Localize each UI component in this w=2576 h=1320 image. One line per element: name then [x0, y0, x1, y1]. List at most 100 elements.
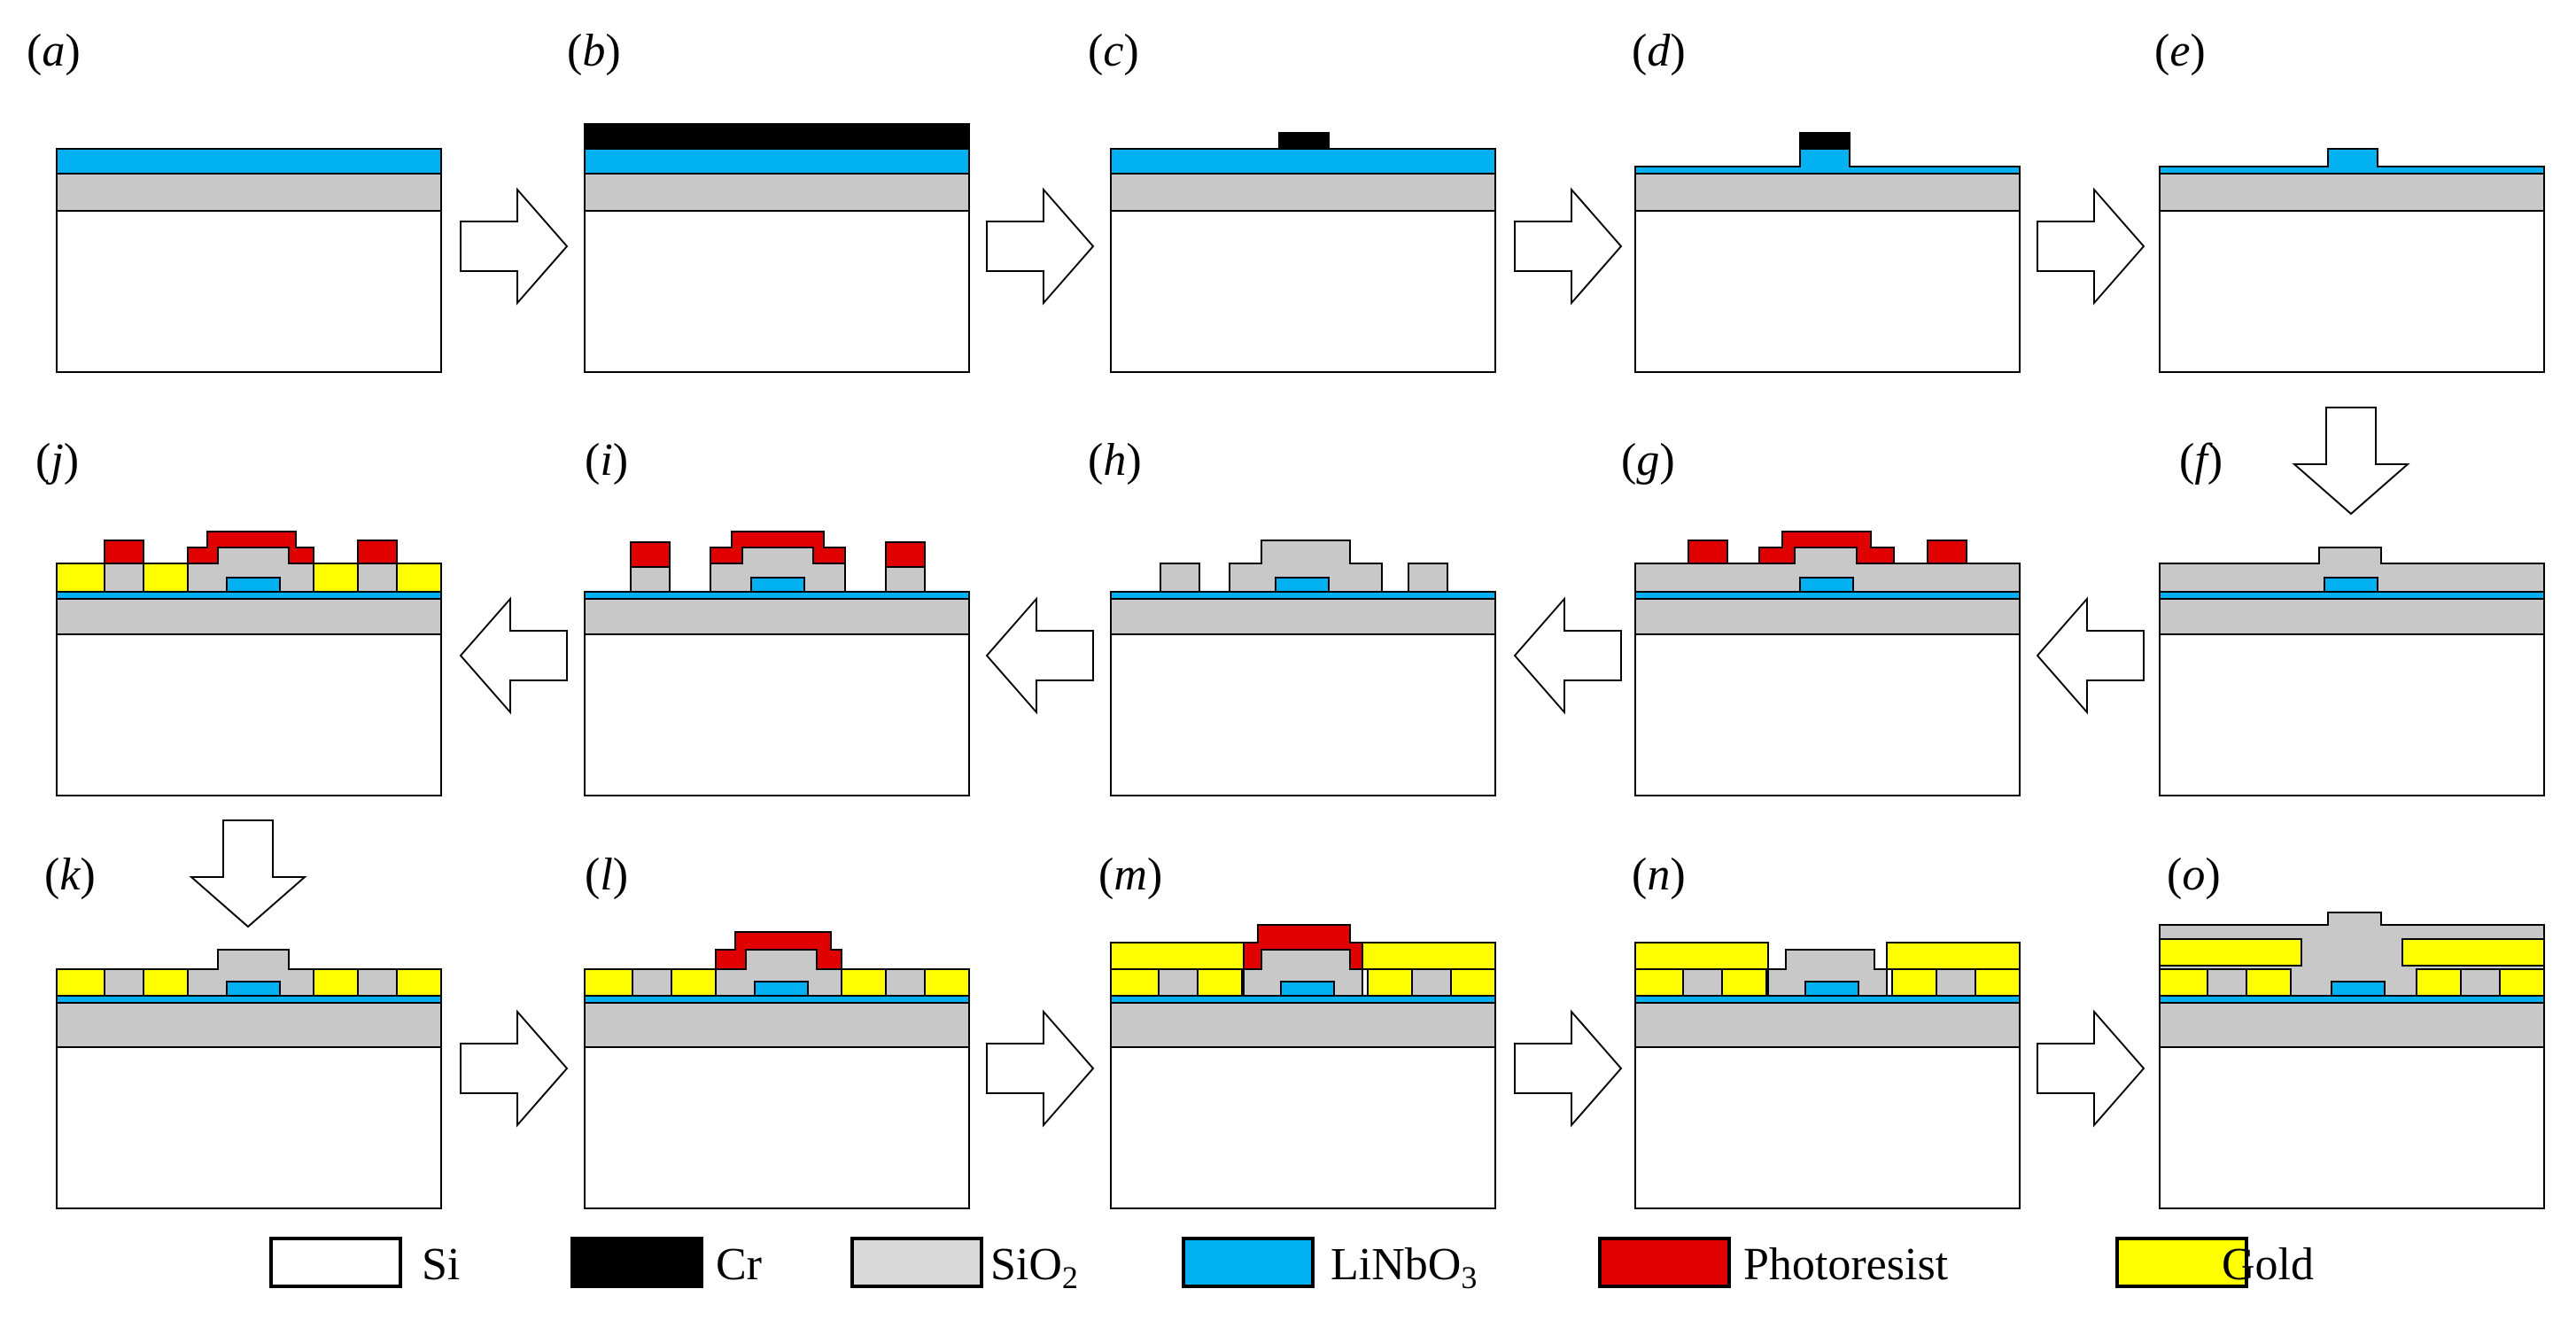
gold-pad — [143, 563, 189, 593]
sio2-layer — [56, 173, 442, 212]
gold-top-left — [1110, 942, 1245, 970]
sio2-pillar — [1158, 968, 1199, 997]
sio2-layer — [2159, 1002, 2545, 1048]
gold-top-right — [2401, 938, 2545, 967]
panel-label-o: (o) — [2167, 850, 2221, 900]
sio2-layer — [56, 598, 442, 635]
legend-label-sio2: SiO2 — [990, 1239, 1078, 1295]
gold-top-right — [1886, 942, 2021, 970]
panel-l — [584, 931, 970, 1209]
sio2-cladding — [2159, 547, 2545, 593]
sio2-pillar — [630, 566, 671, 593]
sio2-pillar — [2207, 968, 2247, 997]
panel-label-g: (g) — [1621, 435, 1675, 485]
si-substrate — [56, 633, 442, 796]
photoresist-ridge — [715, 931, 842, 970]
panel-f — [2159, 547, 2545, 796]
sio2-pillar — [104, 563, 144, 593]
panel-c — [1110, 132, 1496, 373]
sio2-layer — [584, 173, 970, 212]
gold-pad — [143, 968, 189, 997]
arrow-left-icon — [985, 596, 1094, 715]
panel-label-i: (i) — [585, 435, 629, 485]
gold-pad — [396, 563, 442, 593]
gold-pad — [1450, 968, 1496, 997]
sio2-layer — [1110, 598, 1496, 635]
si-substrate — [1634, 633, 2021, 796]
si-substrate — [1634, 1046, 2021, 1209]
sio2-layer — [1110, 173, 1496, 212]
si-substrate — [56, 210, 442, 373]
gold-pad — [1975, 968, 2021, 997]
arrow-down-icon — [189, 819, 307, 928]
arrow-right-icon — [2037, 187, 2145, 306]
gold-top-left — [2159, 938, 2302, 967]
legend-swatches — [269, 1237, 2248, 1288]
gold-top-left — [1634, 942, 1769, 970]
linbo3-ridge — [1804, 981, 1859, 997]
linbo3-slab — [1634, 591, 2021, 600]
panel-label-d: (d) — [1632, 26, 1686, 76]
panel-k — [56, 949, 442, 1209]
si-substrate — [1110, 633, 1496, 796]
sio2-pillar — [357, 563, 398, 593]
panel-label-e: (e) — [2154, 26, 2206, 76]
process-panels — [56, 123, 2545, 1209]
cr-layer — [584, 123, 970, 150]
si-substrate — [2159, 1046, 2545, 1209]
gold-top-right — [1362, 942, 1496, 970]
sio2-cladding — [1229, 540, 1383, 593]
panel-label-m: (m) — [1098, 850, 1163, 900]
sio2-layer — [56, 1002, 442, 1048]
sio2-pillar — [1408, 563, 1448, 593]
process-arrows — [189, 187, 2410, 1128]
gold-pad — [841, 968, 887, 997]
gold-pad — [584, 968, 633, 997]
arrow-right-icon — [1514, 187, 1623, 306]
sio2-layer — [1110, 1002, 1496, 1048]
si-substrate — [2159, 210, 2545, 373]
linbo3-ridge — [750, 577, 805, 593]
panel-label-a: (a) — [27, 26, 81, 76]
sio2-layer — [1634, 173, 2021, 212]
sio2-pillar — [632, 968, 672, 997]
legend-swatch-3 — [1182, 1237, 1315, 1288]
si-substrate — [584, 210, 970, 373]
legend-label-linbo3: LiNbO3 — [1331, 1239, 1478, 1295]
linbo3-ridge — [226, 981, 281, 997]
legend-swatch-1 — [570, 1237, 703, 1288]
sio2-layer — [584, 1002, 970, 1048]
legend-label-cr: Cr — [716, 1239, 762, 1290]
panel-label-h: (h) — [1088, 435, 1142, 485]
arrow-right-icon — [460, 187, 569, 306]
panel-j — [56, 531, 442, 796]
legend-swatch-2 — [850, 1237, 983, 1288]
si-substrate — [584, 633, 970, 796]
linbo3-ridge — [1634, 148, 2021, 175]
legend-label-si: Si — [422, 1239, 461, 1290]
panel-g — [1634, 531, 2021, 796]
gold-pad — [2159, 968, 2208, 997]
linbo3-ridge — [226, 577, 281, 593]
legend-swatch-4 — [1598, 1237, 1731, 1288]
sio2-pillar — [885, 968, 926, 997]
photoresist-ridge — [1758, 531, 1895, 564]
sio2-layer — [2159, 598, 2545, 635]
linbo3-slab — [1110, 591, 1496, 600]
panel-b — [584, 123, 970, 373]
arrow-down-icon — [2292, 407, 2410, 516]
sio2-cladding — [187, 949, 314, 997]
si-substrate — [56, 1046, 442, 1209]
sio2-layer — [1634, 598, 2021, 635]
photoresist-ridge — [187, 531, 314, 564]
panel-label-l: (l) — [585, 850, 629, 900]
linbo3-ridge — [1275, 577, 1330, 593]
panel-label-f: (f) — [2179, 435, 2223, 485]
sio2-pillar — [1160, 563, 1200, 593]
photoresist-block — [885, 541, 926, 568]
sio2-pillar — [2460, 968, 2501, 997]
panel-n — [1634, 942, 2021, 1209]
photoresist-block — [1688, 540, 1728, 564]
si-substrate — [1110, 1046, 1496, 1209]
sio2-layer — [2159, 173, 2545, 212]
